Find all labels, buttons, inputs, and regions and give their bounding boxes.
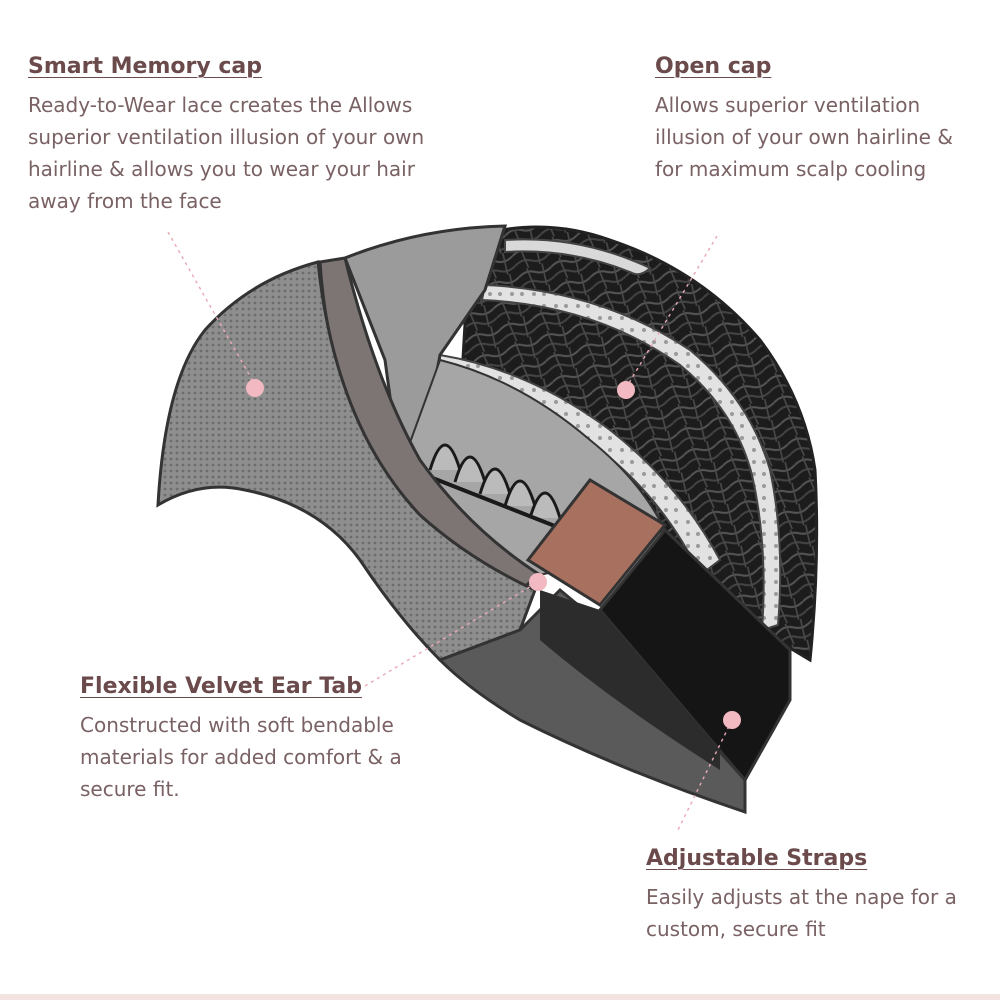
nape-band-inner	[540, 590, 720, 770]
leader-line-ear-tab	[364, 581, 539, 687]
bottom-border-strip	[0, 994, 1000, 1000]
leader-line-smart-memory	[167, 231, 256, 386]
nape-band	[437, 587, 747, 815]
leader-line-open-cap	[625, 235, 718, 389]
callout-smart-memory-cap: Smart Memory cap Ready-to-Wear lace crea…	[28, 54, 428, 217]
callout-flexible-velvet-ear-tab: Flexible Velvet Ear Tab Constructed with…	[80, 674, 440, 805]
callout-open-cap: Open cap Allows superior ventilation ill…	[655, 54, 975, 185]
callout-title-ear-tab: Flexible Velvet Ear Tab	[80, 674, 362, 699]
comb-icon	[424, 443, 566, 532]
callout-text-adjustable-straps: Easily adjusts at the nape for a custom,…	[646, 885, 957, 941]
marker-dot-ear-tab[interactable]	[529, 573, 547, 591]
mesh-ear-tab	[156, 260, 537, 662]
marker-dot-straps[interactable]	[723, 711, 741, 729]
callout-title-adjustable-straps: Adjustable Straps	[646, 846, 868, 871]
marker-dot-smart-memory[interactable]	[246, 379, 264, 397]
tan-strap	[525, 478, 668, 607]
callout-text-ear-tab: Constructed with soft bendable materials…	[80, 713, 402, 801]
callout-text-open-cap: Allows superior ventilation illusion of …	[655, 93, 953, 181]
callout-title-open-cap: Open cap	[655, 54, 772, 79]
lace-band-middle	[480, 283, 782, 632]
marker-dot-open-cap[interactable]	[617, 381, 635, 399]
callout-adjustable-straps: Adjustable Straps Easily adjusts at the …	[646, 846, 966, 945]
callout-title-smart-memory-cap: Smart Memory cap	[28, 54, 262, 79]
callout-text-smart-memory-cap: Ready-to-Wear lace creates the Allows su…	[28, 93, 425, 213]
lace-band-top	[504, 238, 652, 276]
open-cap-hair	[458, 225, 819, 663]
